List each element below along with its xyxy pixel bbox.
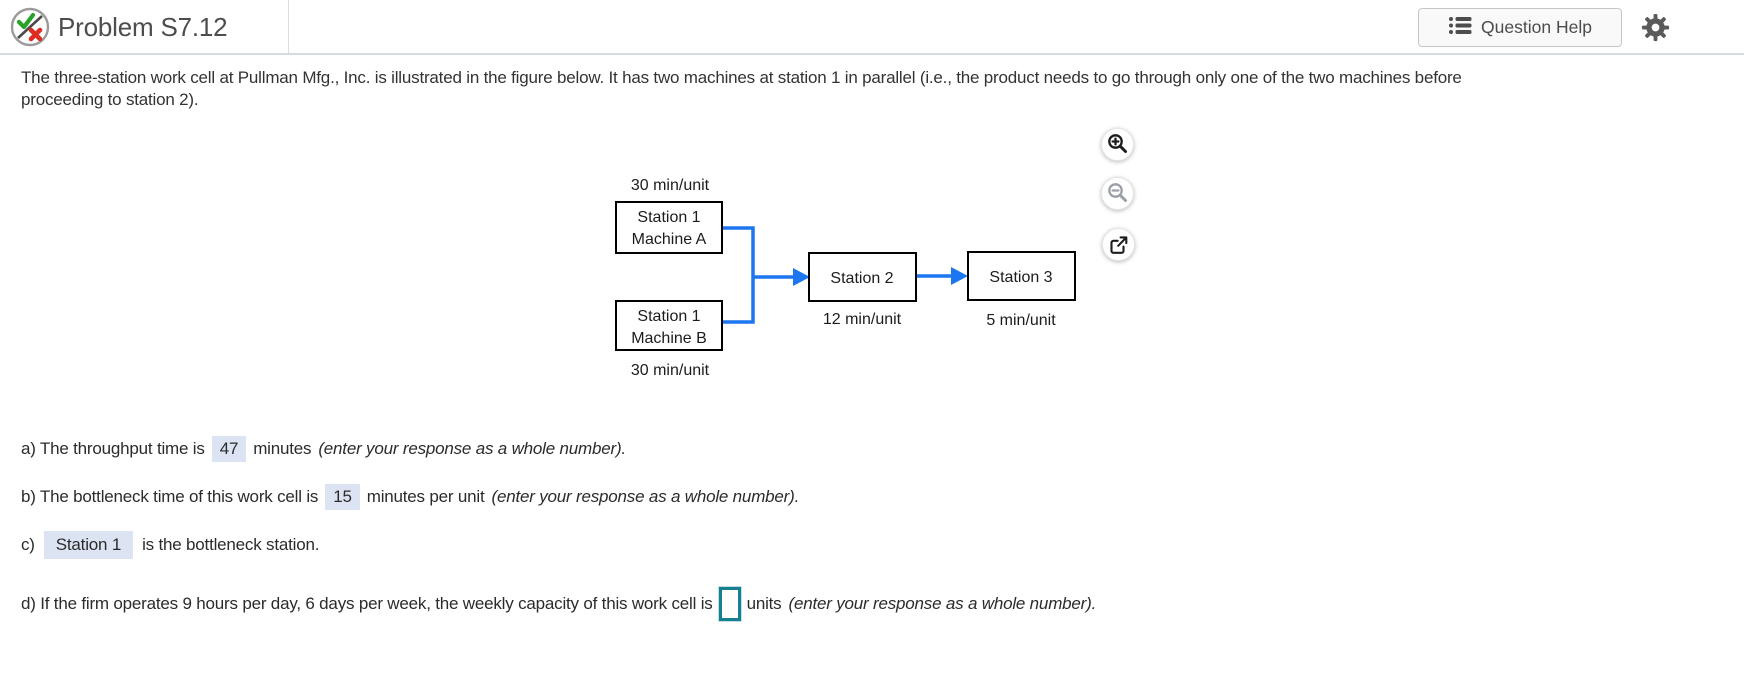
station1-machine-a-box: Station 1 Machine A — [615, 201, 723, 254]
svg-text:Station 1: Station 1 — [637, 308, 700, 325]
correctness-logo-icon — [10, 7, 50, 47]
answer-c-suffix: is the bottleneck station. — [142, 535, 320, 554]
answer-d-middle: units — [746, 594, 782, 613]
station2-rate-label: 12 min/unit — [823, 311, 902, 328]
open-in-new-window-button[interactable] — [1102, 228, 1135, 261]
answer-row-c: c) Station 1 is the bottleneck station. — [21, 529, 319, 561]
problem-statement: The three-station work cell at Pullman M… — [21, 68, 1462, 109]
svg-text:Station 2: Station 2 — [830, 270, 893, 287]
answer-b-note: (enter your response as a whole number). — [491, 487, 800, 506]
arrowhead-to-station3 — [951, 267, 968, 285]
answer-b-value[interactable]: 15 — [325, 484, 360, 510]
answer-a-prefix: a) The throughput time is — [21, 439, 205, 458]
svg-text:Machine A: Machine A — [632, 231, 707, 248]
svg-text:Station 1: Station 1 — [637, 209, 700, 226]
page-title: Problem S7.12 — [58, 12, 228, 42]
header-bar: Problem S7.12 Question Help — [0, 0, 1744, 55]
answer-row-d: d) If the firm operates 9 hours per day,… — [21, 581, 1096, 627]
answer-b-middle: minutes per unit — [366, 487, 485, 506]
station3-rate-label: 5 min/unit — [986, 312, 1056, 329]
zoom-out-button[interactable] — [1101, 177, 1134, 210]
machine-b-rate-label: 30 min/unit — [631, 362, 710, 379]
work-cell-figure: 30 min/unit 30 min/unit 12 min/unit 5 mi… — [615, 177, 1076, 379]
answer-d-note: (enter your response as a whole number). — [788, 594, 1097, 613]
zoom-in-button[interactable] — [1101, 128, 1134, 161]
answer-row-a: a) The throughput time is 47 minutes (en… — [21, 434, 626, 464]
answer-row-b: b) The bottleneck time of this work cell… — [21, 482, 799, 512]
answer-c-value[interactable]: Station 1 — [43, 531, 134, 559]
answer-b-prefix: b) The bottleneck time of this work cell… — [21, 487, 319, 506]
settings-gear-icon[interactable] — [1640, 12, 1671, 43]
question-help-button[interactable]: Question Help — [1418, 8, 1622, 47]
arrowhead-to-station2 — [793, 268, 810, 286]
question-help-label: Question Help — [1481, 17, 1592, 37]
connector-lines — [722, 226, 951, 324]
weekly-capacity-input[interactable] — [718, 587, 741, 621]
answer-a-note: (enter your response as a whole number). — [318, 439, 626, 458]
answer-d-prefix: d) If the firm operates 9 hours per day,… — [21, 594, 713, 613]
svg-text:Station 3: Station 3 — [989, 269, 1052, 286]
answer-a-value[interactable]: 47 — [211, 436, 247, 462]
answer-a-middle: minutes — [253, 439, 312, 458]
svg-text:Machine B: Machine B — [631, 330, 707, 347]
machine-a-rate-label: 30 min/unit — [631, 177, 710, 194]
station3-box: Station 3 — [967, 251, 1076, 301]
list-menu-icon — [1448, 15, 1472, 41]
station1-machine-b-box: Station 1 Machine B — [615, 300, 723, 351]
answer-c-prefix: c) — [21, 535, 35, 554]
title-divider — [288, 0, 289, 54]
station2-box: Station 2 — [808, 252, 917, 302]
